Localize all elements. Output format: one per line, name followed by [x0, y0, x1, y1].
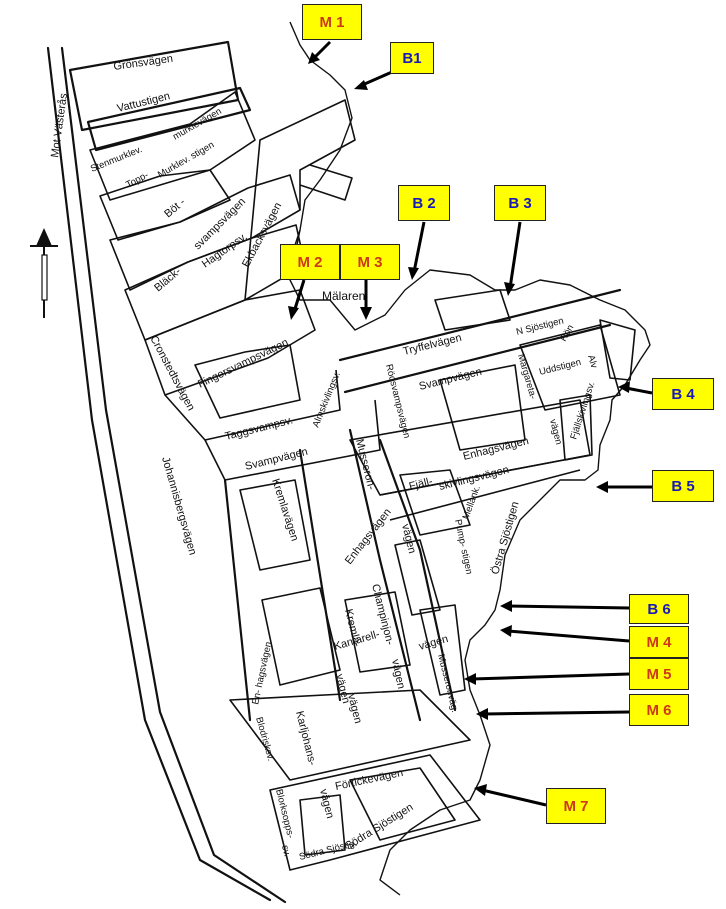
street-label: N Sjöstigen: [515, 315, 565, 337]
street-label: Vattustigen: [116, 90, 172, 115]
arrowhead-m7: [474, 784, 487, 796]
street-label: vägen: [317, 788, 336, 820]
marker-arrows: [288, 40, 653, 807]
street-label: Cronstedtsvägen: [147, 334, 197, 413]
lake-label: Mälaren: [322, 289, 365, 303]
street-label: Södra Sjöstigen: [343, 801, 415, 852]
street-label: Topp-: [124, 170, 150, 191]
street-label: Mellank.: [460, 484, 482, 521]
arrowhead-b3: [504, 282, 515, 296]
street-label: vägen: [389, 658, 407, 690]
street-label: Fingersvampsvägen: [196, 336, 290, 390]
street-label: sv.: [279, 844, 292, 858]
street-label: vägen: [418, 633, 450, 653]
street-label: Karljohans-: [293, 710, 318, 767]
arrowhead-b1: [354, 80, 368, 90]
street-label: vägen: [345, 693, 364, 725]
arrow-m6: [483, 710, 630, 716]
marker-b6: B 6: [629, 594, 689, 624]
street-label: Murklev. stigen: [156, 139, 216, 180]
arrowhead-m5: [464, 673, 476, 685]
arrowhead-b2: [408, 267, 419, 280]
street-label: Musseron-: [353, 438, 377, 492]
arrow-m5: [471, 672, 630, 681]
north-arrow-icon: [30, 228, 58, 318]
arrowhead-m1: [308, 52, 320, 64]
street-label: Bläck-: [152, 265, 183, 294]
street-label: Förtickevägen: [334, 767, 404, 793]
street-label: Fjäll-: [408, 475, 434, 492]
street-label: Böt -: [162, 196, 188, 220]
marker-b4: B 4: [652, 378, 714, 410]
street-label: Johannisbergsvägen: [159, 456, 199, 557]
street-label: Uddstigen: [538, 357, 582, 378]
arrowhead-m4: [500, 625, 512, 637]
marker-m5: M 5: [629, 658, 689, 690]
street-label: Tryffelvägen: [402, 332, 463, 358]
marker-b3: B 3: [494, 185, 546, 221]
arrowhead-m3: [360, 307, 372, 320]
street-label: Enhagsvägen: [343, 506, 394, 566]
street-label: Fjällskivlingsv.: [568, 380, 597, 440]
street-label: Musseronväg.: [435, 653, 460, 714]
street-label: Svampvägen: [418, 366, 483, 393]
street-label: Svampvägen: [244, 446, 309, 473]
arrow-m2: [292, 279, 306, 313]
arrowhead-m6: [476, 708, 488, 720]
marker-b1: B1: [390, 42, 434, 74]
arrowhead-b6: [500, 600, 512, 612]
marker-m2: M 2: [280, 244, 340, 280]
marker-b2: B 2: [398, 185, 450, 221]
marker-m6: M 6: [629, 694, 689, 726]
arrow-b4: [625, 386, 653, 395]
marker-b5: B 5: [652, 470, 714, 502]
arrow-b2: [412, 221, 426, 273]
street-label: Enhagsvägen: [462, 435, 530, 463]
arrow-m7: [481, 788, 547, 807]
arrow-m4: [507, 629, 630, 643]
street-label: Grönsvägen: [113, 53, 174, 73]
street-label: Rödsvampsvägen: [383, 363, 412, 439]
street-label: En- hagsvägen: [250, 641, 274, 706]
street-label: Ekbacksvägen: [240, 201, 284, 270]
street-label: Blodrisksv.: [253, 716, 276, 763]
street-label: Alv: [585, 354, 599, 370]
arrow-b3: [508, 221, 522, 289]
street-label: Mot Västerås: [49, 92, 70, 158]
marker-m1: M 1: [302, 4, 362, 40]
marker-m3: M 3: [340, 244, 400, 280]
arrowhead-m2: [288, 306, 299, 320]
arrowhead-b5: [596, 481, 608, 493]
street-label: vägen: [399, 523, 418, 555]
arrow-b6: [507, 604, 630, 610]
marker-m7: M 7: [546, 788, 606, 824]
marker-m4: M 4: [629, 626, 689, 658]
street-label: Östra Sjöstigen: [489, 500, 521, 576]
street-label: Almskivlingsv.: [311, 370, 343, 429]
street-label: Pump- stigen: [452, 518, 474, 575]
street-label: Taggsvampsv.: [224, 414, 294, 442]
arrowhead-b4: [618, 381, 630, 393]
